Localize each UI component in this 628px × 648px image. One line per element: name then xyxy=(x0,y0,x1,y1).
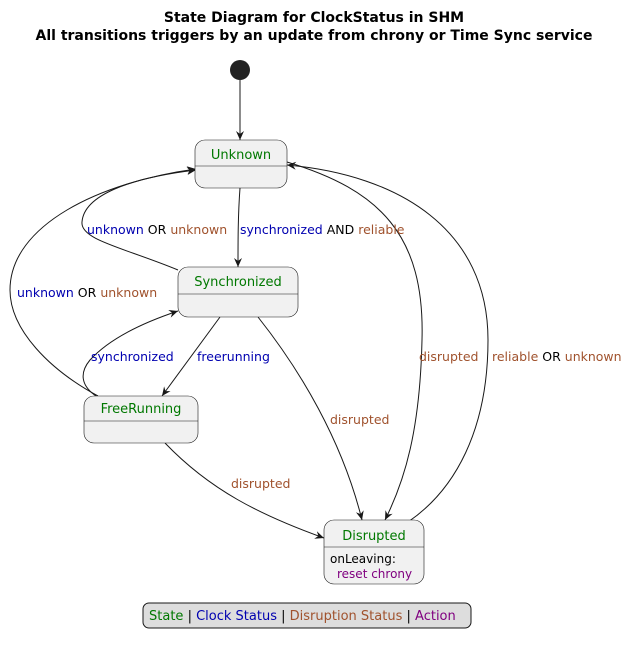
label-freerunning-to-synchronized: synchronized xyxy=(91,349,174,364)
diagram-subtitle: All transitions triggers by an update fr… xyxy=(36,28,593,44)
label-synchronized-to-unknown: unknown OR unknown xyxy=(87,222,227,237)
label-unknown-to-synchronized: synchronized AND reliable xyxy=(240,222,405,237)
label-freerunning-to-unknown: unknown OR unknown xyxy=(17,285,157,300)
state-unknown: Unknown xyxy=(194,139,288,189)
label-synchronized-to-freerunning: freerunning xyxy=(197,349,270,364)
label-unknown-to-disrupted: disrupted xyxy=(419,349,478,364)
state-disrupted-action: reset chrony xyxy=(337,567,412,581)
diagram-title: State Diagram for ClockStatus in SHM xyxy=(164,10,464,26)
initial-state-dot xyxy=(230,60,250,80)
state-freerunning: FreeRunning xyxy=(83,395,199,444)
state-freerunning-name: FreeRunning xyxy=(101,402,182,417)
edge-synchronized-to-unknown xyxy=(81,167,197,271)
edge-freerunning-to-synchronized xyxy=(82,310,179,397)
label-freerunning-to-disrupted: disrupted xyxy=(231,476,290,491)
state-disrupted-name: Disrupted xyxy=(342,529,406,544)
edge-synchronized-to-freerunning xyxy=(161,316,221,397)
edge-freerunning-to-disrupted xyxy=(164,442,325,539)
state-synchronized-name: Synchronized xyxy=(194,275,282,290)
state-synchronized: Synchronized xyxy=(177,266,299,318)
edge-synchronized-to-disrupted xyxy=(257,316,364,521)
transitions xyxy=(9,80,489,539)
state-disrupted: Disrupted onLeaving: reset chrony xyxy=(323,519,425,585)
legend-text: State | Clock Status | Disruption Status… xyxy=(149,609,456,624)
edge-freerunning-to-unknown xyxy=(9,166,197,397)
legend: State | Clock Status | Disruption Status… xyxy=(142,602,472,629)
edge-unknown-to-synchronized xyxy=(234,187,243,268)
edge-unknown-to-disrupted xyxy=(286,161,423,521)
label-disrupted-to-unknown: reliable OR unknown xyxy=(492,349,622,364)
edge-disrupted-to-unknown xyxy=(286,161,489,523)
state-disrupted-entry-label: onLeaving: xyxy=(330,552,396,566)
state-unknown-name: Unknown xyxy=(211,148,271,163)
label-synchronized-to-disrupted: disrupted xyxy=(330,412,389,427)
